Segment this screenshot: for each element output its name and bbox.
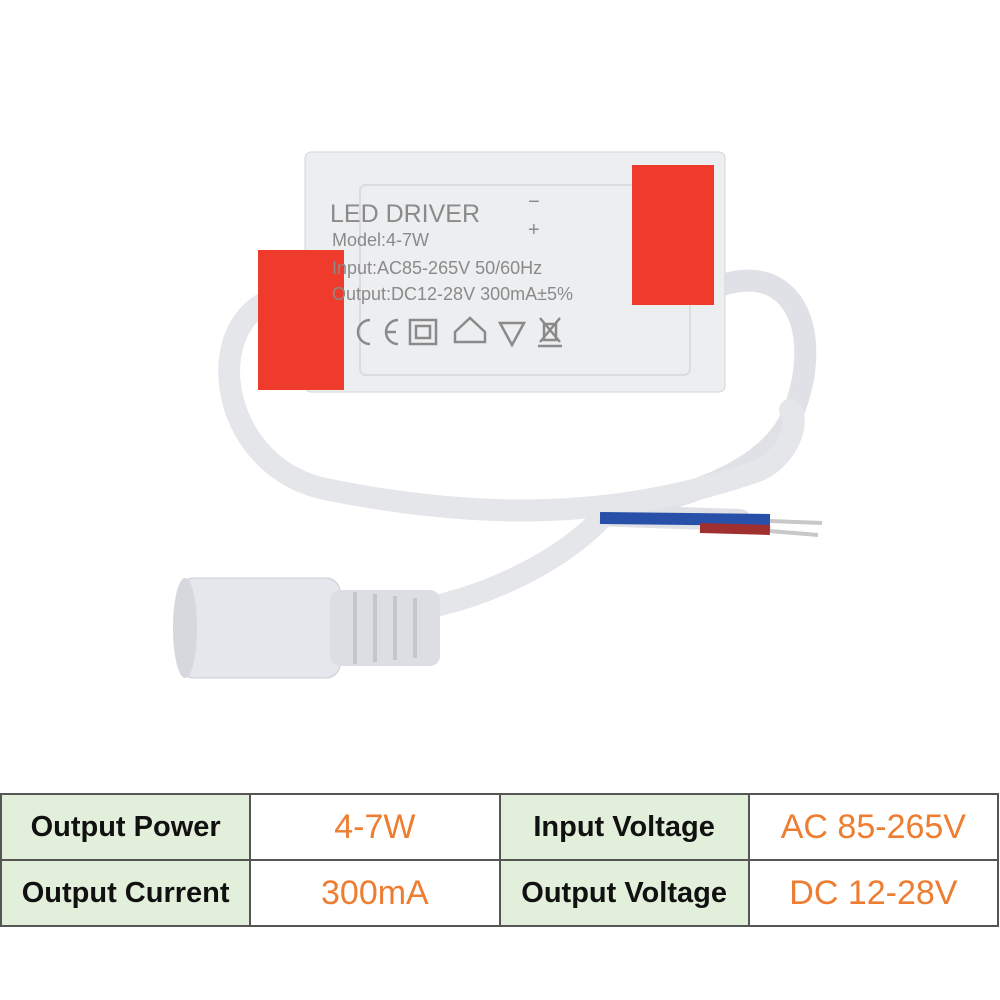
spec-label: Output Voltage: [498, 859, 750, 927]
label-title: LED DRIVER: [330, 200, 480, 228]
left-end-cap: [258, 250, 344, 390]
spec-table: Output Power 4-7W Input Voltage AC 85-26…: [0, 793, 1000, 927]
table-row: Output Power 4-7W Input Voltage AC 85-26…: [0, 793, 1000, 861]
spec-value: 4-7W: [249, 793, 501, 861]
spec-label: Input Voltage: [498, 793, 750, 861]
input-cable: [218, 289, 805, 522]
wire-tip: [769, 519, 823, 525]
label-output: Output:DC12-28V 300mA±5%: [332, 284, 573, 304]
right-end-cap: [632, 165, 714, 305]
label-model: Model:4-7W: [332, 230, 429, 250]
weee-bin-icon: [538, 317, 562, 348]
indoor-use-icon: [453, 316, 487, 344]
f-mark-icon: [497, 321, 527, 348]
connector-cable: [429, 509, 611, 616]
plus-marking: +: [528, 219, 540, 241]
minus-marking: −: [528, 191, 540, 213]
blue-wire: [599, 512, 771, 526]
spec-value: AC 85-265V: [747, 793, 1000, 861]
product-photo: LED DRIVER Model:4-7W Input:AC85-265V 50…: [173, 151, 823, 679]
led-driver-body: LED DRIVER Model:4-7W Input:AC85-265V 50…: [258, 151, 726, 393]
certification-icons: [356, 316, 562, 348]
wire-tip: [769, 529, 819, 537]
dc-connector: [173, 577, 440, 679]
label-input: Input:AC85-265V 50/60Hz: [332, 258, 542, 278]
ce-mark-icon: [356, 318, 399, 346]
spec-value: DC 12-28V: [747, 859, 1000, 927]
red-wire: [699, 523, 771, 535]
spec-label: Output Power: [0, 793, 252, 861]
spec-value: 300mA: [249, 859, 501, 927]
double-insulation-icon: [408, 318, 438, 346]
table-row: Output Current 300mA Output Voltage DC 1…: [0, 859, 1000, 927]
spec-label: Output Current: [0, 859, 252, 927]
